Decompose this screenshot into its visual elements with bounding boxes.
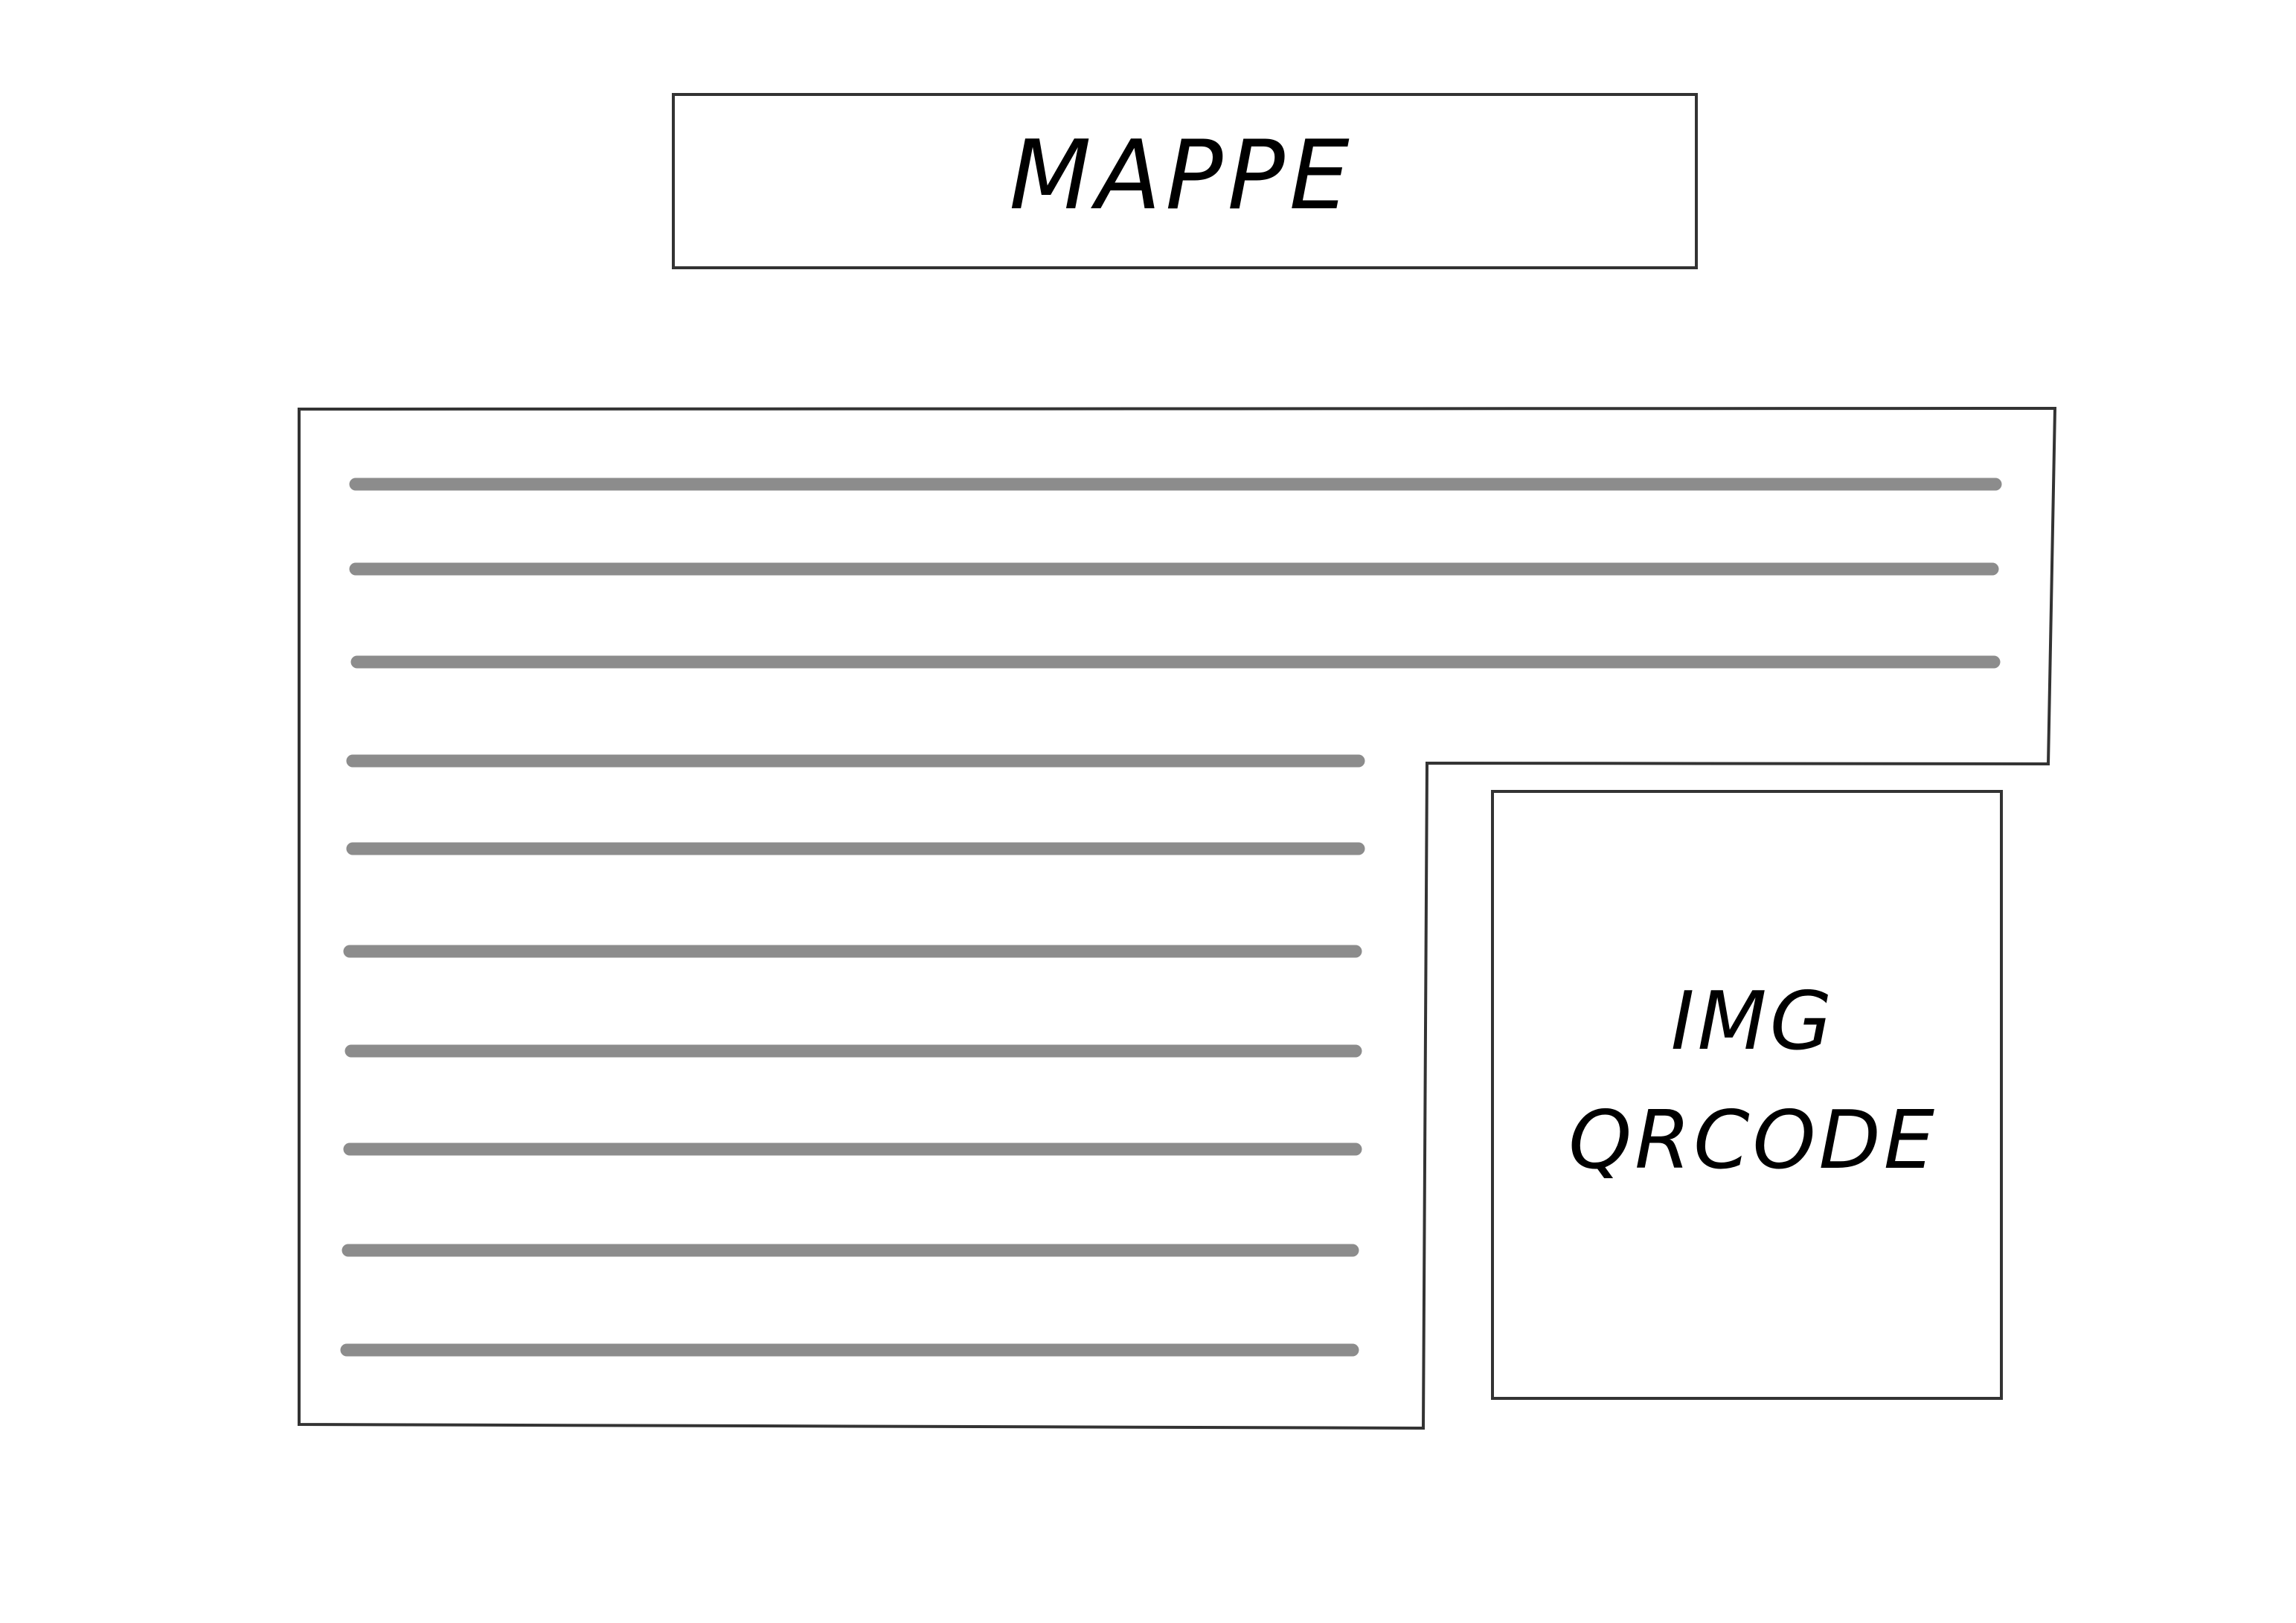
title-box-frame [672,93,1698,269]
title-box: MAPPE [672,93,1698,269]
qrcode-image-placeholder: IMG QRCODE [1491,790,2003,1400]
page-title: MAPPE [1009,120,1353,231]
image-label-line2: QRCODE [1568,1094,1937,1187]
image-label-line1: IMG [1671,975,1835,1068]
content-block [298,406,2057,1430]
qrcode-image-frame [1491,790,2003,1400]
